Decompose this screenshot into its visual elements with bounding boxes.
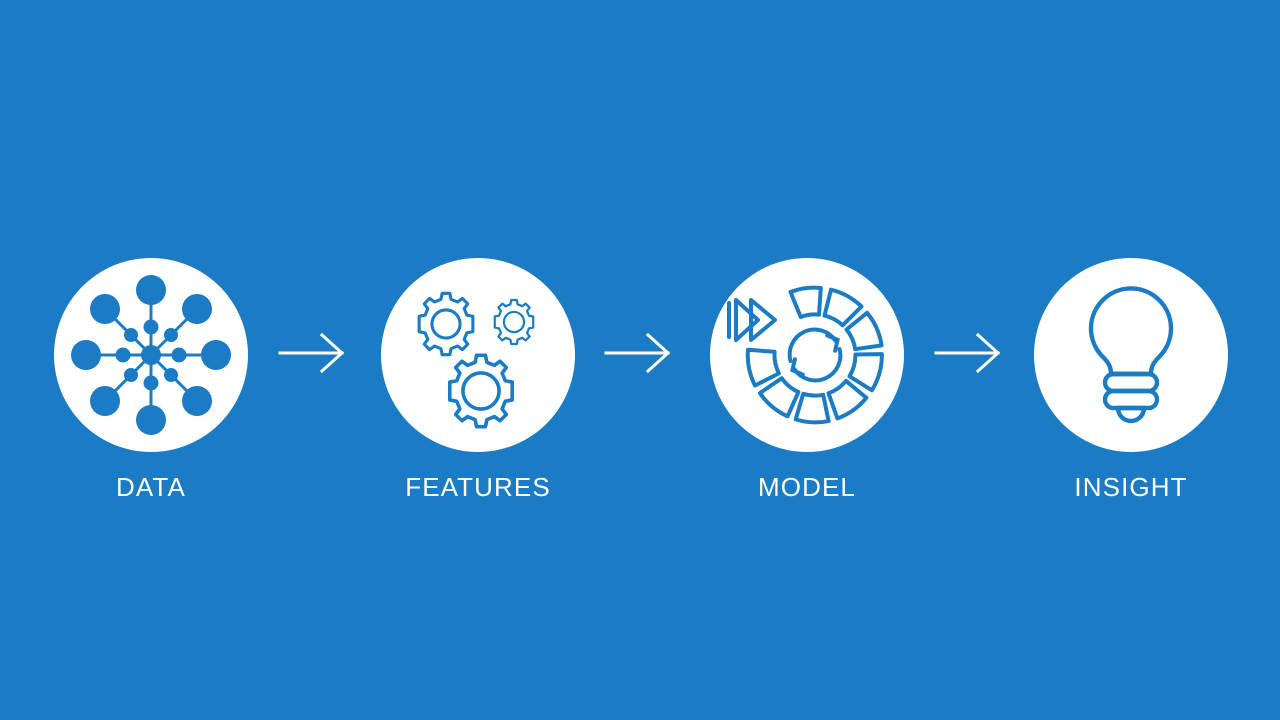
arrow-right-icon: [604, 332, 671, 374]
pipeline-stage-features[interactable]: FEATURES: [381, 258, 575, 502]
network-nodes-icon: [71, 275, 231, 435]
arrow-right-icon: [278, 332, 345, 374]
stage-label-features: FEATURES: [405, 472, 551, 502]
pipeline-stage-model[interactable]: MODEL: [710, 258, 904, 502]
pipeline-connector-3: [930, 325, 1006, 381]
stage-disc-data: [54, 258, 248, 452]
gears-icon: [417, 291, 535, 429]
stage-disc-features: [381, 258, 575, 452]
pipeline-connector-1: [274, 325, 350, 381]
pipeline-stage-data[interactable]: DATA: [54, 258, 248, 502]
stage-label-insight: INSIGHT: [1074, 472, 1188, 502]
stage-disc-insight: [1034, 258, 1228, 452]
pipeline-connector-2: [600, 325, 676, 381]
stage-label-model: MODEL: [758, 472, 856, 502]
lightbulb-icon: [1088, 286, 1174, 424]
pipeline-stage-insight[interactable]: INSIGHT: [1034, 258, 1228, 502]
arrow-right-icon: [934, 332, 1001, 374]
stage-label-data: DATA: [116, 472, 186, 502]
segmented-wheel-refresh-icon: [727, 285, 884, 425]
stage-disc-model: [710, 258, 904, 452]
